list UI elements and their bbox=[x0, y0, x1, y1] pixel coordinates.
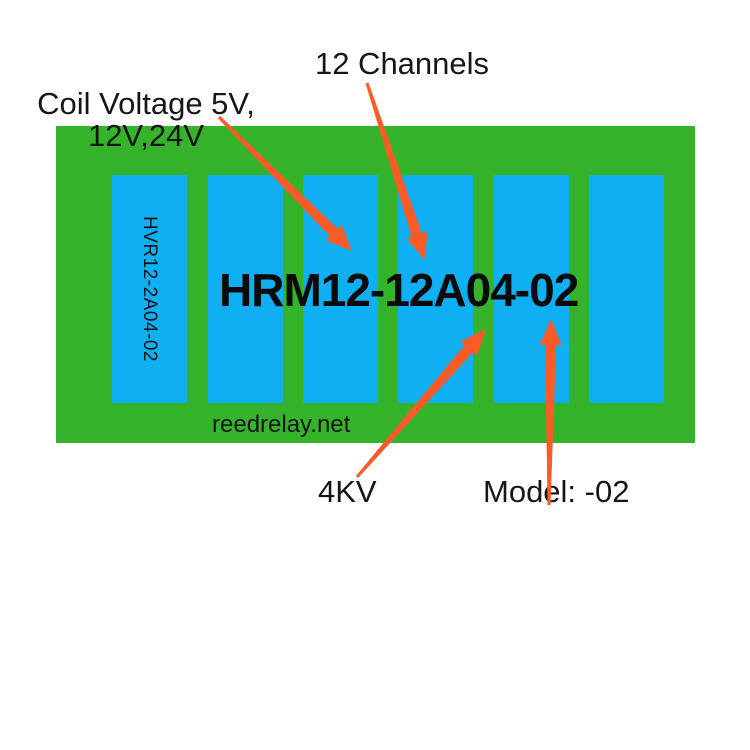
part-number-title: HRM12-12A04-02 bbox=[219, 264, 579, 316]
label-coil-voltage-line1: Coil Voltage 5V, bbox=[37, 86, 255, 121]
channel bbox=[112, 175, 187, 403]
watermark-text: reedrelay.net bbox=[212, 411, 351, 438]
label-4kv: 4KV bbox=[318, 474, 377, 509]
label-coil-voltage: Coil Voltage 5V, 12V,24V bbox=[37, 88, 255, 152]
side-part-number: HVR12-2A04-02 bbox=[139, 216, 160, 362]
channel bbox=[589, 175, 664, 403]
label-model: Model: -02 bbox=[483, 474, 630, 509]
label-12-channels: 12 Channels bbox=[314, 46, 490, 81]
label-coil-voltage-line2: 12V,24V bbox=[87, 118, 205, 153]
